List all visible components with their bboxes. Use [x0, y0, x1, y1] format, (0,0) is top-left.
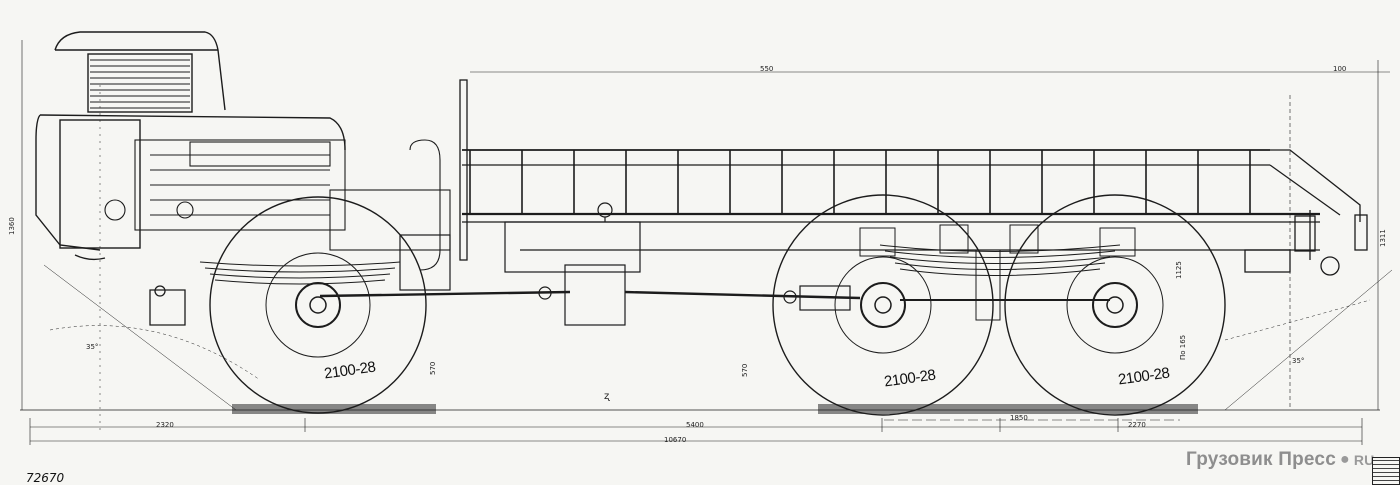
front-wheel — [209, 196, 427, 414]
dimension-right-height: 1311 — [1379, 229, 1387, 247]
angle-rear: 35° — [1292, 357, 1305, 365]
dimension-lines — [21, 40, 1390, 445]
rear-tow-hitch — [1244, 214, 1368, 276]
dimension-bogie-1: 1850 — [1010, 414, 1028, 422]
front-bumper — [74, 254, 186, 326]
rear-wheel — [1004, 194, 1226, 416]
dimension-wheelbase: 5400 — [686, 421, 704, 429]
drawing-number: 72670 — [26, 471, 65, 485]
dimension-front-height: 1360 — [8, 217, 16, 235]
approach-angle-arcs — [43, 80, 1393, 430]
dimension-rear-frame-height: 1125 — [1175, 261, 1183, 279]
leaf-springs — [199, 224, 1136, 321]
drivetrain — [319, 202, 1110, 326]
watermark: Грузовик Пресс ● RU — [1186, 447, 1374, 473]
dimension-front-axle-height: 570 — [429, 361, 437, 375]
title-block-stamp — [1372, 457, 1400, 485]
watermark-dot-icon: ● — [1339, 451, 1350, 468]
dimension-overall-length: 10670 — [664, 436, 687, 444]
angle-front: 35° — [86, 343, 99, 351]
dimension-platform-length: 550 — [760, 65, 774, 73]
platform-stakes — [469, 150, 1251, 214]
watermark-tld: RU — [1353, 452, 1375, 468]
dimension-front-overhang: 2320 — [156, 421, 174, 429]
watermark-brand: Грузовик Пресс — [1186, 449, 1336, 470]
cab — [35, 31, 346, 251]
dimension-spring-note: По 165 — [1179, 334, 1187, 360]
ground-hatching — [20, 404, 1380, 414]
center-mark: ʐ — [604, 391, 610, 402]
dimension-mid-axle-height: 570 — [741, 363, 749, 377]
cargo-platform — [459, 79, 1361, 261]
middle-wheel — [772, 194, 994, 416]
dimension-bogie-2: 2270 — [1128, 421, 1146, 429]
dimension-top-right: 100 — [1333, 65, 1347, 73]
